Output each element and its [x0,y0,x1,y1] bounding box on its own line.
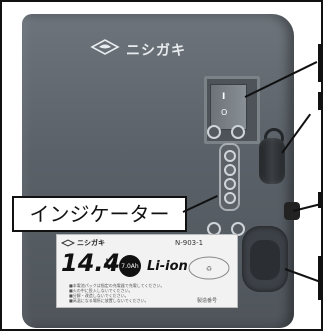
label-brand: ニシガキ [77,239,105,247]
bird-logo-icon [61,239,75,247]
socket-marker [318,256,321,300]
svg-text:♻: ♻ [206,265,212,273]
indicator-led [224,164,236,176]
label-model: N-903-1 [175,239,204,247]
output-socket-inner [250,240,280,280]
indicator-callout: インジケーター [12,196,187,232]
switch-marker [318,44,321,82]
label-voltage-unit: V [105,257,115,273]
recycle-icon: ♻ [188,256,230,280]
switch-off-symbol: O [221,108,228,117]
label-footnote: ■火の中に投入しないでください。 [69,288,133,293]
port-cap[interactable] [259,138,285,184]
screw-ring-top-left [207,125,221,139]
knob-marker [318,192,321,208]
label-footnote: ■本電池パックは指定の充電器で充電してください。 [69,283,165,288]
label-footnote: ■高温になる場所に放置しないでください。 [69,298,149,303]
indicator-led [224,192,236,204]
cap-marker [318,92,321,110]
indicator-callout-label: インジケーター [29,202,170,226]
indicator-led [224,178,236,190]
label-footnote: ■分解・改造しないでください。 [69,293,129,298]
capacity-badge [119,255,141,277]
label-serial-field: 製造番号 [197,298,218,304]
screw-ring-top-right [231,125,245,139]
label-voltage: 14.4 [61,249,121,277]
label-chemistry: Li-ion [147,259,188,274]
brand-name: ニシガキ [126,43,186,59]
bird-logo-icon [90,39,120,55]
spec-label: ニシガキ N-903-1 14.4 V 7.0Ah Li-ion ♻ ■本電池パ… [56,234,238,308]
label-capacity: 7.0Ah [121,263,139,270]
indicator-led [224,150,236,162]
power-switch[interactable] [210,84,247,130]
switch-on-symbol: I [222,92,226,102]
side-knob [284,202,300,220]
screw-ring-bottom-right [231,222,245,236]
